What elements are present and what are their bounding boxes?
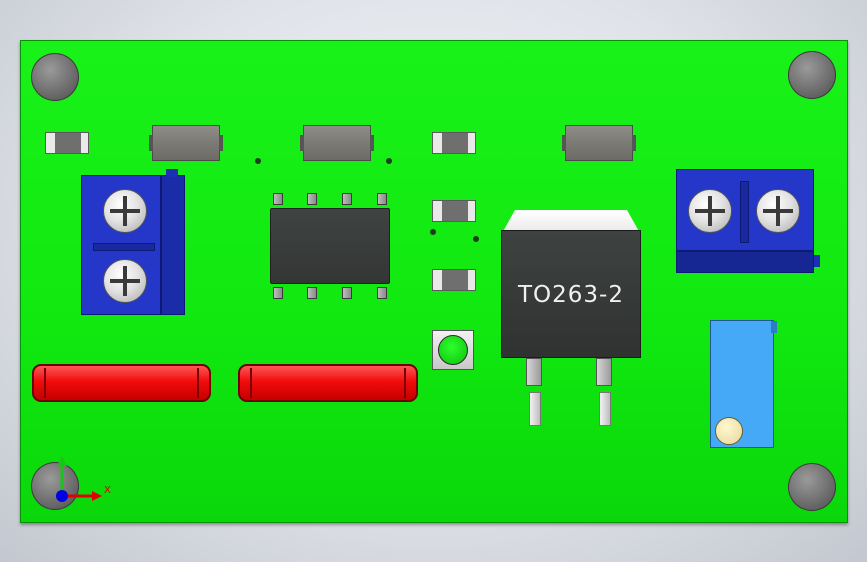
terminal-block-left[interactable] [81, 169, 185, 315]
terminal-block-side [676, 251, 814, 273]
ic-pin [377, 287, 387, 299]
terminal-divider [93, 243, 155, 251]
terminal-block-side [161, 175, 185, 315]
x-axis-arrow [92, 491, 102, 501]
via [430, 229, 436, 235]
mounting-hole-bottom-right [788, 463, 836, 511]
mounting-hole-top-right [788, 51, 836, 99]
regulator-lead-tip [599, 392, 611, 426]
fuse-f1[interactable] [32, 364, 211, 402]
y-axis-arrow [57, 456, 67, 466]
terminal-block-right[interactable] [676, 169, 820, 273]
smd-inductor-l1[interactable] [149, 125, 223, 161]
terminal-screw-4[interactable] [756, 189, 800, 233]
smd-resistor-r1[interactable] [45, 132, 89, 154]
ic-pin [342, 287, 352, 299]
fuse-f2[interactable] [238, 364, 418, 402]
regulator-lead [596, 358, 612, 386]
terminal-screw-3[interactable] [688, 189, 732, 233]
trimmer-potentiometer[interactable] [710, 320, 777, 448]
via [255, 158, 261, 164]
led-package[interactable] [432, 330, 474, 370]
led-lens [438, 335, 468, 365]
terminal-screw-1[interactable] [103, 189, 147, 233]
terminal-divider [740, 181, 749, 243]
regulator-label: TO263-2 [518, 282, 624, 308]
soic8-ic[interactable] [270, 208, 390, 284]
smd-resistor-r4[interactable] [432, 269, 476, 291]
terminal-screw-2[interactable] [103, 259, 147, 303]
smd-inductor-l2[interactable] [300, 125, 374, 161]
via [386, 158, 392, 164]
regulator-lead [526, 358, 542, 386]
ic-pin [307, 193, 317, 205]
mounting-hole-top-left [31, 53, 79, 101]
pot-clip [771, 321, 777, 333]
ic-pin [377, 193, 387, 205]
regulator-lead-tip [529, 392, 541, 426]
smd-resistor-r2[interactable] [432, 132, 476, 154]
ic-pin [273, 193, 283, 205]
terminal-block-latch [166, 169, 178, 177]
ic-pin [307, 287, 317, 299]
ic-pin [342, 193, 352, 205]
axis-triad [56, 456, 102, 502]
smd-inductor-l3[interactable] [562, 125, 636, 161]
ic-pin [273, 287, 283, 299]
x-axis-label: X [104, 485, 111, 496]
mounting-hole-bottom-left [31, 462, 79, 510]
via [473, 236, 479, 242]
z-axis [56, 490, 68, 502]
to263-regulator[interactable] [501, 230, 641, 358]
terminal-block-latch [814, 255, 820, 267]
smd-resistor-r3[interactable] [432, 200, 476, 222]
pot-adjust-screw[interactable] [715, 417, 743, 445]
